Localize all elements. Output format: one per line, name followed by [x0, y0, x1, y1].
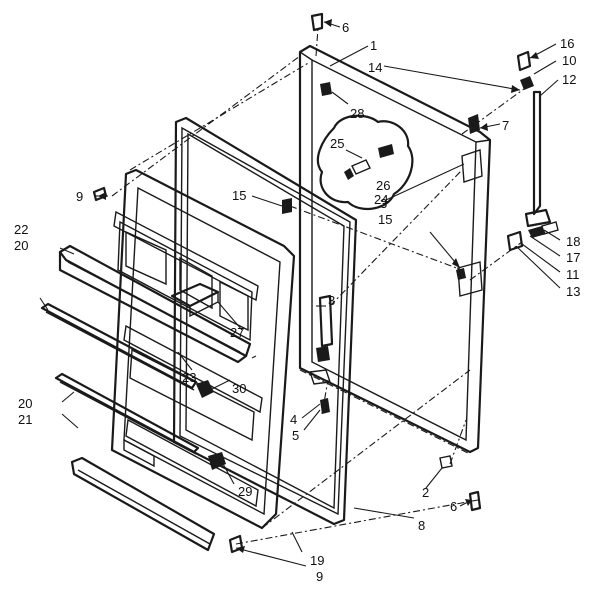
callout-12: 12	[562, 72, 576, 87]
callout-17: 17	[566, 250, 580, 265]
callout-11: 11	[566, 267, 580, 282]
callout-28: 28	[350, 106, 364, 121]
callout-7: 7	[502, 118, 509, 133]
callout-29: 29	[238, 484, 252, 499]
callout-13: 13	[566, 284, 580, 299]
callout-19: 19	[310, 553, 324, 568]
callout-22: 22	[14, 222, 28, 237]
callout-6-bottom: 6	[450, 499, 457, 514]
door-gasket	[172, 116, 358, 526]
callout-2: 2	[422, 485, 429, 500]
callout-23: 23	[182, 370, 196, 385]
callout-16: 16	[560, 36, 574, 51]
callout-30: 30	[232, 381, 246, 396]
callout-27: 27	[230, 325, 244, 340]
alignment-lines	[111, 27, 529, 545]
shelf-bars	[40, 244, 252, 552]
callout-14: 14	[368, 60, 382, 75]
callout-labels: 6 1 14 28 25 26 24 16 10 12 7 9 15 3 15 …	[14, 20, 580, 584]
callout-10: 10	[562, 53, 576, 68]
callout-15-right: 15	[378, 212, 392, 227]
cutaway-detail	[316, 114, 414, 211]
leader-lines	[39, 19, 561, 567]
screws-and-small-parts	[92, 12, 482, 554]
callout-24: 24	[374, 192, 388, 207]
outer-door-panel	[298, 44, 492, 454]
callout-4: 4	[290, 412, 297, 427]
callout-25: 25	[330, 136, 344, 151]
callout-8: 8	[418, 518, 425, 533]
callout-1: 1	[370, 38, 377, 53]
callout-18: 18	[566, 234, 580, 249]
callout-15-left: 15	[232, 188, 246, 203]
callout-3-center: 3	[328, 293, 335, 308]
callout-5: 5	[292, 428, 299, 443]
door-liner	[110, 168, 296, 530]
callout-6-top: 6	[342, 20, 349, 35]
hinge-rod-assembly	[506, 50, 559, 252]
callout-21: 21	[18, 412, 32, 427]
callout-20-bottom: 20	[18, 396, 32, 411]
callout-9-bottom: 9	[316, 569, 323, 584]
callout-3-right: 3	[380, 196, 387, 211]
callout-20-top: 20	[14, 238, 28, 253]
callout-9-left: 9	[76, 189, 83, 204]
callout-26: 26	[376, 178, 390, 193]
